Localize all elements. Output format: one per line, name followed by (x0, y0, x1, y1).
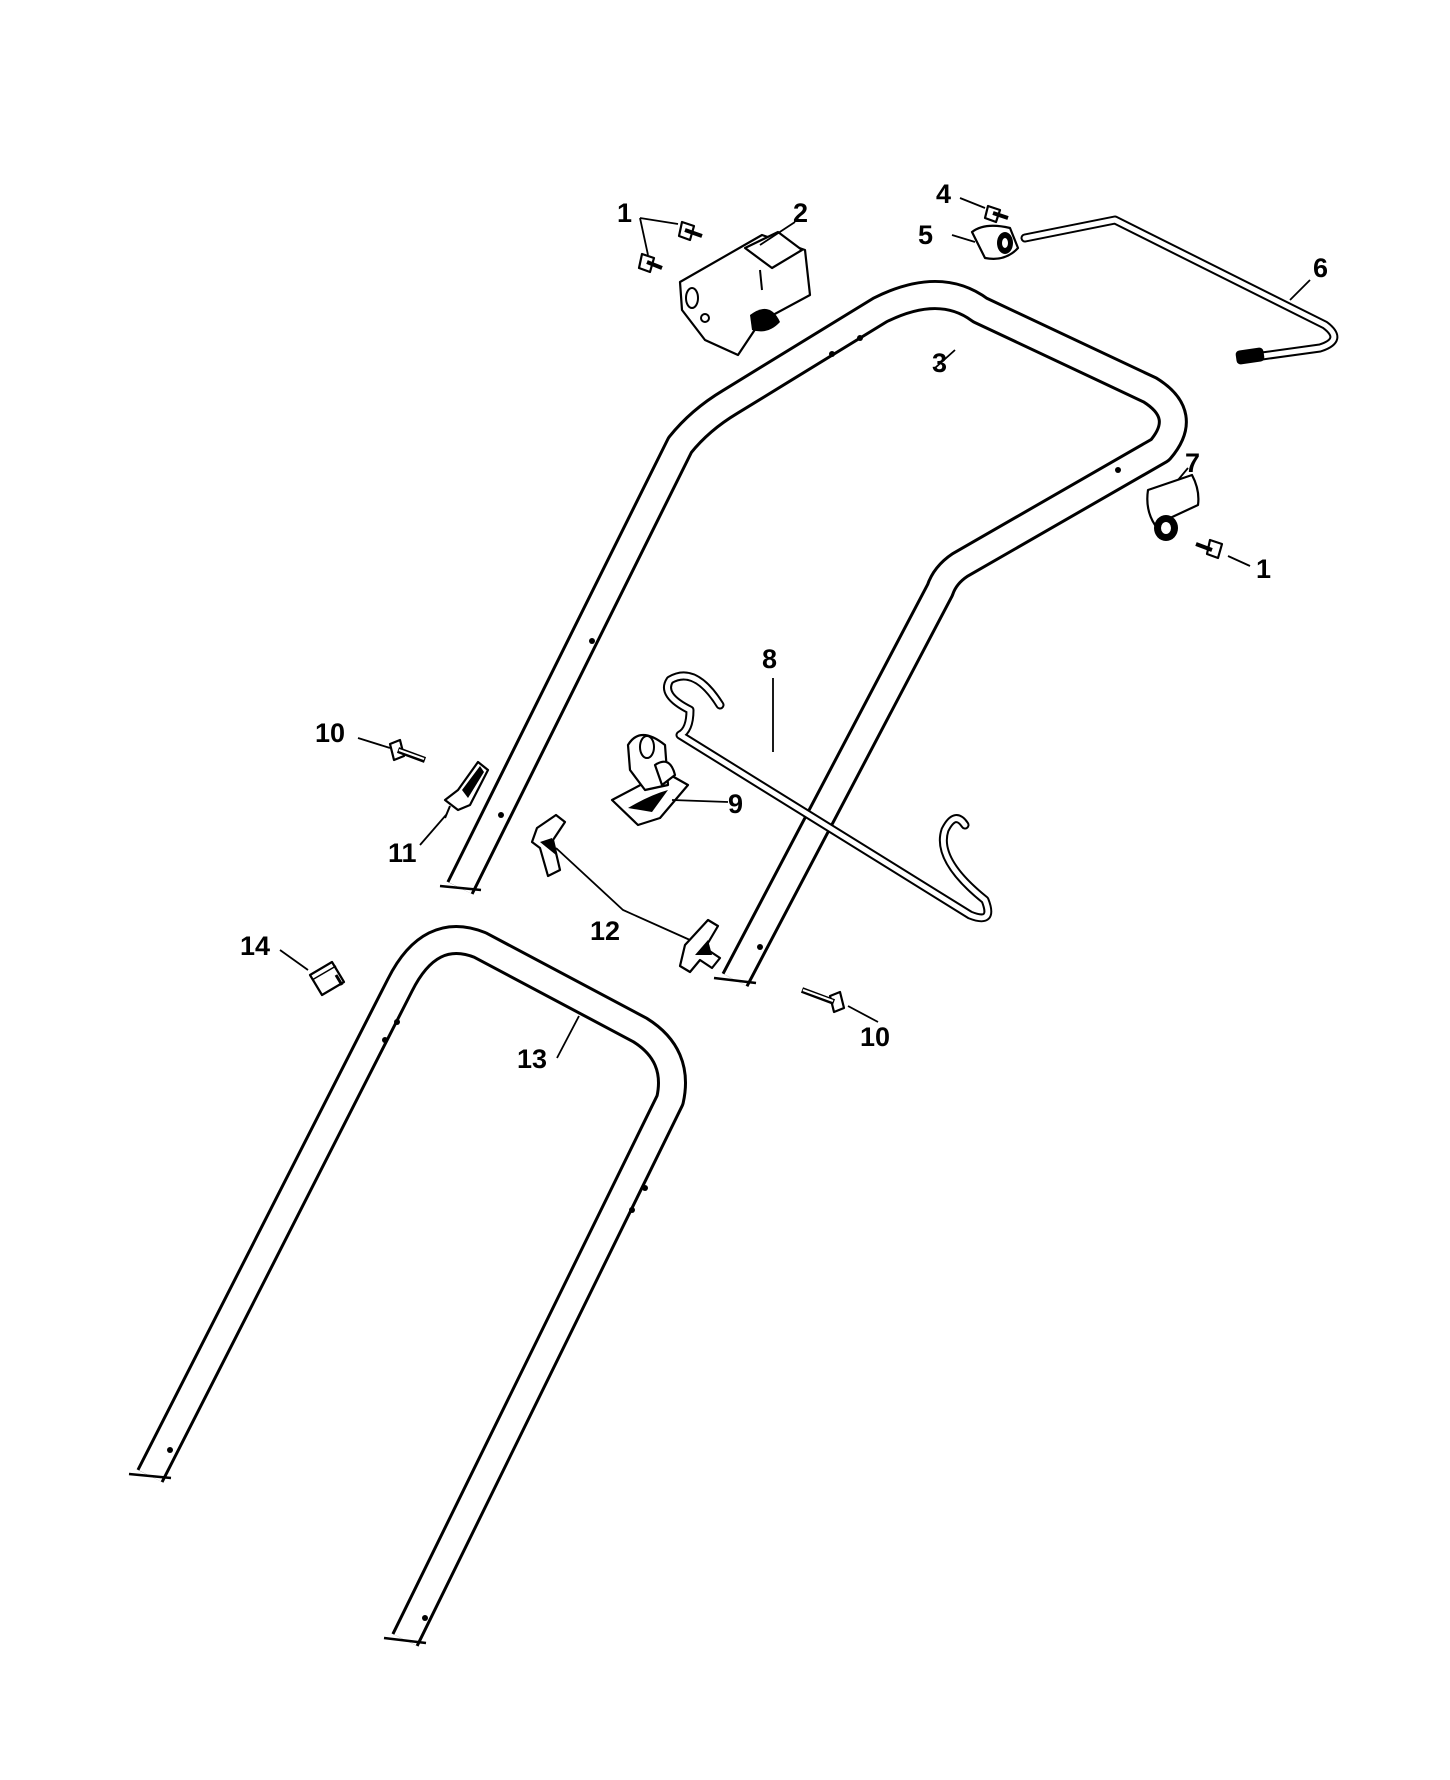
latch-part-9 (610, 733, 690, 827)
callout-label-2: 2 (793, 198, 808, 228)
screw-part-1-right (1195, 538, 1224, 560)
wire-rod-part-8 (663, 671, 993, 923)
callout-label-5: 5 (918, 220, 933, 250)
bolt-part-10-left (388, 738, 427, 763)
callout-label-8: 8 (762, 644, 777, 674)
clip-part-5 (970, 224, 1020, 260)
control-rod-part-6 (1020, 215, 1339, 365)
bracket-part-11 (443, 760, 490, 819)
callout-label-13: 13 (517, 1044, 547, 1074)
screw-part-4 (983, 204, 1009, 224)
housing-part-2 (678, 230, 812, 357)
cable-clip-part-7 (1146, 473, 1200, 541)
callout-label-7: 7 (1185, 448, 1200, 478)
callout-label-10-right: 10 (860, 1022, 890, 1052)
callout-labels: 1 2 3 4 5 6 7 1 8 9 10 10 11 12 13 14 (240, 179, 1328, 1074)
callout-label-1-top: 1 (617, 198, 632, 228)
callout-label-12: 12 (590, 916, 620, 946)
callout-label-6: 6 (1313, 253, 1328, 283)
callout-label-1-right: 1 (1256, 554, 1271, 584)
bolt-part-10-right (800, 987, 846, 1014)
callout-label-3: 3 (932, 348, 947, 378)
leader-lines (279, 197, 1311, 1059)
screw-part-1-upper (677, 220, 703, 242)
callout-label-14: 14 (240, 931, 270, 961)
cap-part-14 (308, 960, 346, 997)
upper-handle-part-3 (439, 280, 1188, 987)
screw-part-1-lower (637, 252, 663, 274)
callout-label-11: 11 (388, 838, 417, 868)
knob-part-12-upper (530, 813, 567, 878)
callout-label-9: 9 (728, 789, 743, 819)
callout-label-4: 4 (936, 179, 951, 209)
knob-part-12-lower (678, 918, 722, 974)
callout-label-10-left: 10 (315, 718, 345, 748)
lower-handle-part-13 (128, 925, 687, 1647)
